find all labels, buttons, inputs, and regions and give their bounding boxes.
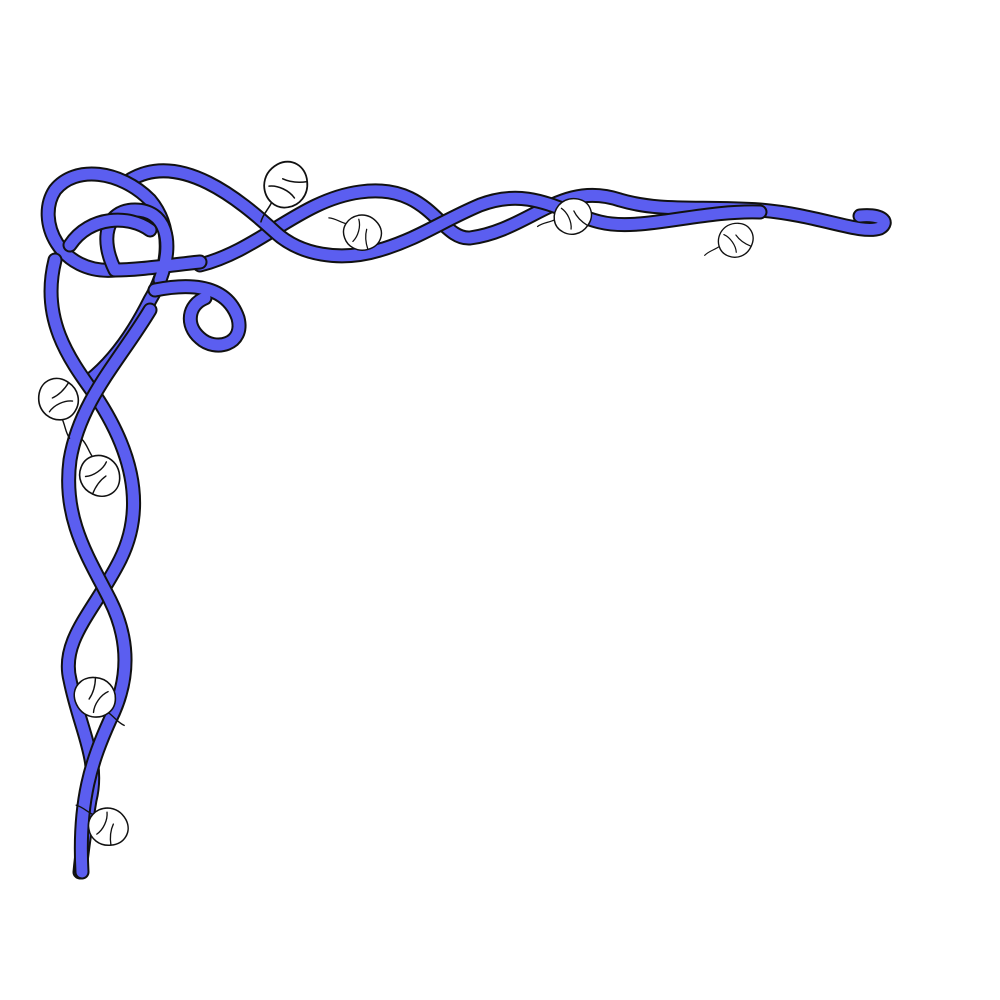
vine-ribbon bbox=[124, 165, 766, 262]
leaf-body bbox=[87, 807, 129, 846]
leaf-icon bbox=[260, 160, 309, 223]
leaf-icon bbox=[536, 197, 593, 235]
leaves bbox=[37, 160, 754, 846]
vine-ribbon bbox=[64, 214, 156, 251]
leaf-vein bbox=[723, 233, 737, 253]
leaf-notch bbox=[365, 228, 369, 251]
leaf-body bbox=[78, 454, 121, 498]
leaf-notch bbox=[88, 676, 97, 700]
vine-ribbon bbox=[194, 185, 890, 271]
vine-ribbon bbox=[149, 281, 245, 351]
leaf-vein bbox=[48, 400, 74, 413]
leaf-body bbox=[717, 222, 754, 258]
leaf-notch bbox=[281, 178, 308, 184]
leaf-notch bbox=[573, 210, 589, 227]
leaf-vein bbox=[84, 461, 108, 478]
leaf-icon bbox=[37, 377, 80, 439]
leaf-vein bbox=[268, 185, 296, 199]
vine-top-ribbon-lower bbox=[122, 163, 768, 264]
leaf-vein bbox=[560, 207, 572, 230]
leaf-vein bbox=[96, 811, 108, 835]
leaf-notch bbox=[735, 234, 752, 247]
leaf-icon bbox=[704, 222, 754, 258]
leaf-icon bbox=[78, 438, 121, 498]
leaf-notch bbox=[51, 381, 70, 399]
vine-top-ribbon-upper bbox=[192, 183, 892, 273]
leaf-body bbox=[37, 377, 80, 421]
leaf-icon bbox=[328, 214, 383, 251]
leaf-body bbox=[73, 676, 117, 718]
leaf-notch bbox=[109, 823, 115, 846]
leaf-vein bbox=[352, 218, 361, 243]
leaf-body bbox=[553, 197, 593, 235]
leaf-notch bbox=[91, 475, 107, 495]
leaf-icon bbox=[73, 676, 125, 727]
vine-ribbon bbox=[63, 304, 156, 878]
leaf-vein bbox=[92, 690, 109, 714]
leaf-icon bbox=[75, 804, 129, 846]
vine-left-ribbon-b bbox=[61, 302, 158, 880]
leaf-body bbox=[263, 160, 309, 209]
leaf-stem bbox=[704, 245, 721, 256]
vine-strands bbox=[40, 163, 892, 880]
vine-knot-upper-arc bbox=[62, 212, 158, 253]
vine-knot-tail-loop bbox=[147, 279, 247, 353]
